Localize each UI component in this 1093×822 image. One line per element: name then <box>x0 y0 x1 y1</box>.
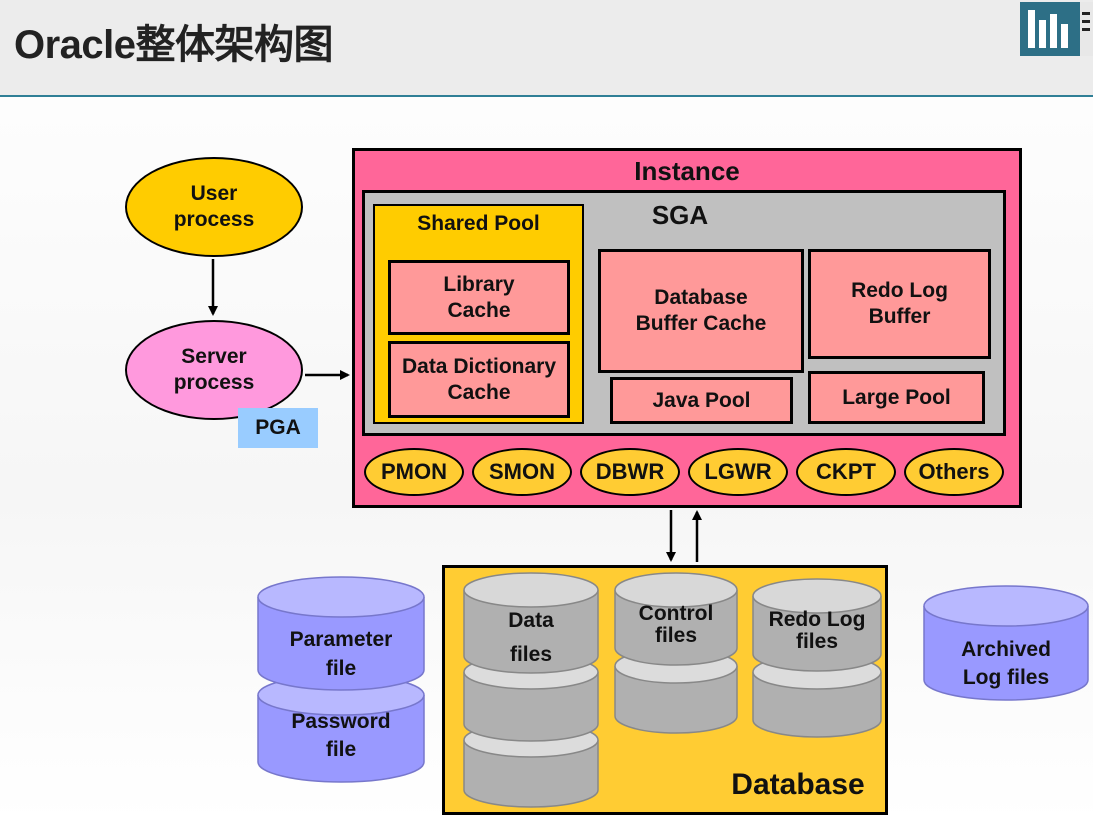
redo-log-buffer-label-2: Buffer <box>868 305 931 328</box>
control-files-disk-icon <box>614 572 738 734</box>
password-file-label-2: file <box>325 738 357 761</box>
data-dictionary-cache-label-1: Data Dictionary <box>401 354 557 378</box>
server-process-node: Server process <box>125 320 303 420</box>
redo-log-files-disk-icon <box>752 578 882 738</box>
library-cache-box: Library Cache <box>388 260 570 335</box>
archived-log-files-label-2: Log files <box>962 666 1050 689</box>
database-buffer-cache-label-2: Buffer Cache <box>635 312 767 335</box>
slide-title: Oracle整体架构图 <box>14 23 334 67</box>
archived-log-files-disk-icon <box>923 585 1089 701</box>
user-process-label-1: User <box>190 182 238 205</box>
parameter-file-disk-icon <box>257 576 425 691</box>
sga-title: SGA <box>651 200 709 230</box>
data-dictionary-cache-label-2: Cache <box>447 380 511 404</box>
library-cache-label-2: Cache <box>447 298 511 322</box>
instance-title: Instance <box>634 156 740 186</box>
process-lgwr: LGWR <box>688 448 788 496</box>
control-files-label-1: Control <box>638 602 714 625</box>
parameter-file-label-2: file <box>325 657 357 680</box>
pga-box: PGA <box>238 408 318 448</box>
process-ckpt: CKPT <box>796 448 896 496</box>
process-pmon: PMON <box>364 448 464 496</box>
library-cache-label-1: Library <box>443 272 515 296</box>
data-files-label: Data files <box>464 608 598 668</box>
process-others: Others <box>904 448 1004 496</box>
database-buffer-cache-box: Database Buffer Cache <box>598 249 804 373</box>
user-process-label-2: process <box>173 208 255 231</box>
archived-log-files-label: Archived Log files <box>924 636 1088 692</box>
data-files-label-2: files <box>509 643 553 666</box>
parameter-file-label-1: Parameter <box>289 628 393 651</box>
password-file-disk-icon <box>257 674 425 783</box>
java-pool-box: Java Pool <box>610 377 793 424</box>
shared-pool-title: Shared Pool <box>417 212 540 235</box>
data-files-disk-icon <box>463 572 599 808</box>
redo-log-buffer-box: Redo Log Buffer <box>808 249 991 359</box>
redo-log-files-label: Redo Log files <box>753 609 881 653</box>
database-buffer-cache-label-1: Database <box>654 286 748 309</box>
logo-icon <box>1020 2 1093 56</box>
server-process-label-1: Server <box>181 345 247 368</box>
database-title: Database <box>731 768 865 801</box>
process-dbwr: DBWR <box>580 448 680 496</box>
data-files-label-1: Data <box>508 609 554 632</box>
header-divider <box>0 95 1093 97</box>
redo-log-buffer-label-1: Redo Log <box>851 279 948 302</box>
control-files-label-2: files <box>654 624 698 647</box>
redo-log-files-label-2: files <box>795 630 839 653</box>
password-file-label-1: Password <box>291 710 391 733</box>
user-process-node: User process <box>125 157 303 257</box>
password-file-label: Password file <box>258 708 424 764</box>
large-pool-box: Large Pool <box>808 371 985 424</box>
slide-header <box>0 0 1093 96</box>
redo-log-files-label-1: Redo Log <box>768 608 866 631</box>
server-process-label-2: process <box>173 371 255 394</box>
parameter-file-label: Parameter file <box>258 625 424 683</box>
archived-log-files-label-1: Archived <box>961 638 1051 661</box>
control-files-label: Control files <box>615 603 737 647</box>
data-dictionary-cache-box: Data Dictionary Cache <box>388 341 570 418</box>
process-smon: SMON <box>472 448 572 496</box>
